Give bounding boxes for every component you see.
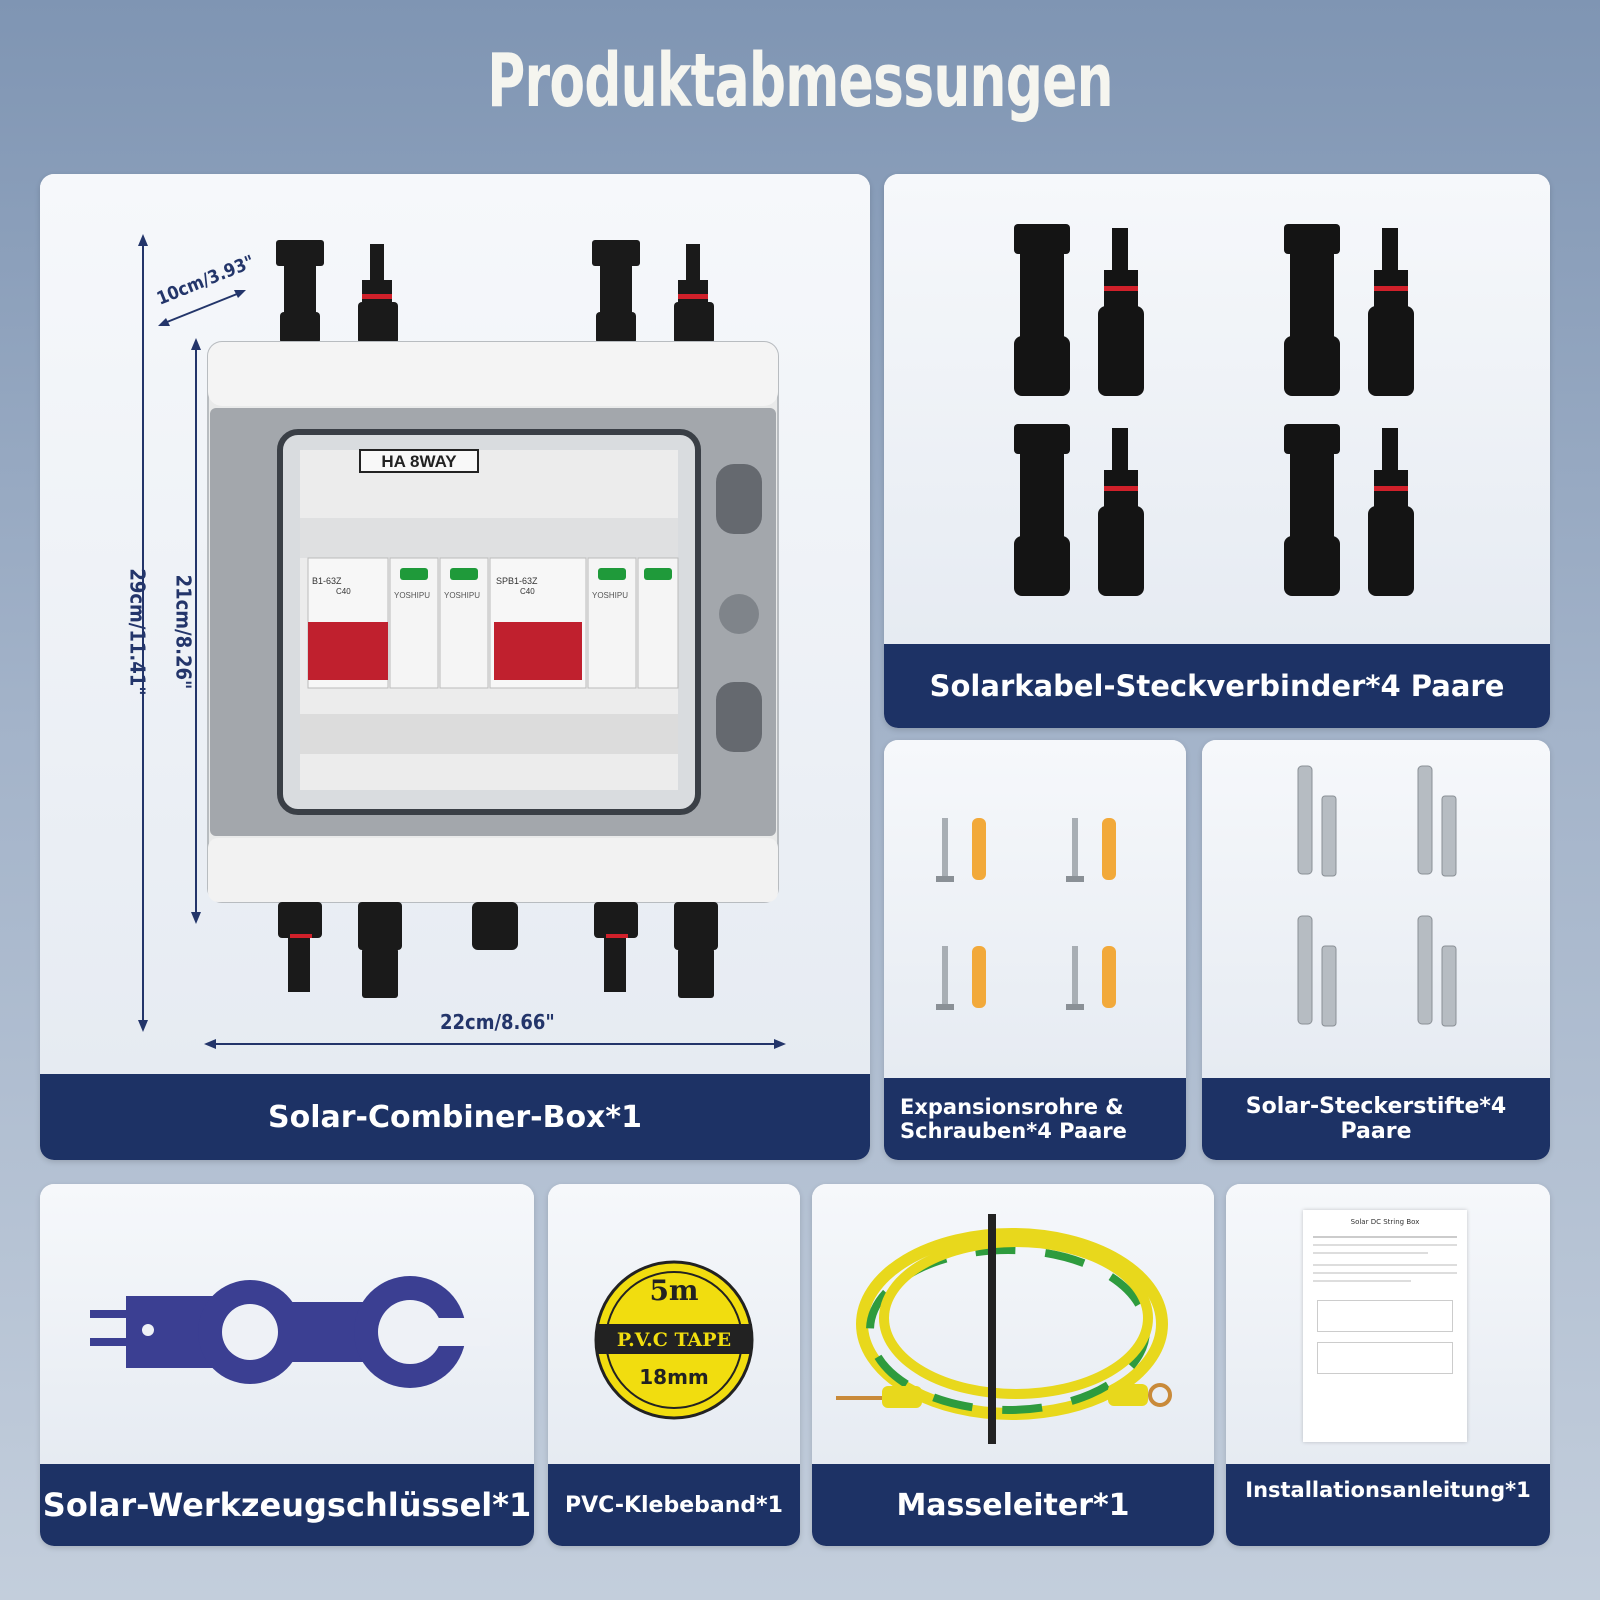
label-combiner-box: Solar-Combiner-Box*1 bbox=[40, 1074, 870, 1160]
dimension-width: 22cm/8.66" bbox=[440, 1010, 555, 1034]
wrench-icon bbox=[90, 1276, 490, 1388]
dimension-height-total: 29cm/11.41" bbox=[125, 568, 150, 696]
screws-drawing bbox=[936, 818, 1116, 1010]
connectors-drawing bbox=[1014, 224, 1414, 596]
card-connectors: Solarkabel-Steckverbinder*4 Paare bbox=[884, 174, 1550, 728]
tape-image: 5m P.V.C TAPE 18mm bbox=[548, 1184, 800, 1464]
combiner-box-drawing: HA 8WAY B1-63Z SPB1-63Z C40 bbox=[138, 234, 786, 1049]
card-ground: Masseleiter*1 bbox=[812, 1184, 1214, 1546]
card-screws: Expansionsrohre & Schrauben*4 Paare bbox=[884, 740, 1186, 1160]
tape-width: 18mm bbox=[639, 1365, 709, 1389]
card-pins: Solar-Steckerstifte*4 Paare bbox=[1202, 740, 1550, 1160]
pins-drawing bbox=[1297, 765, 1457, 1027]
tape-roll-icon: 5m P.V.C TAPE 18mm bbox=[594, 1260, 754, 1420]
breaker-rating-2: C40 bbox=[520, 587, 535, 596]
ground-wire-icon bbox=[836, 1214, 1172, 1444]
breaker-rating-1: C40 bbox=[336, 587, 351, 596]
screws-image bbox=[884, 740, 1186, 1078]
box-label-plate: HA 8WAY bbox=[381, 452, 457, 471]
label-ground: Masseleiter*1 bbox=[812, 1464, 1214, 1546]
manual-sheet: Solar DC String Box bbox=[1303, 1210, 1467, 1442]
card-wrench: Solar-Werkzeugschlüssel*1 bbox=[40, 1184, 534, 1546]
breaker-brand-1: YOSHIPU bbox=[394, 591, 430, 600]
wrench-image bbox=[40, 1184, 534, 1464]
ground-image bbox=[812, 1184, 1214, 1464]
combiner-box-image: HA 8WAY B1-63Z SPB1-63Z C40 bbox=[40, 174, 870, 1074]
label-wrench: Solar-Werkzeugschlüssel*1 bbox=[40, 1464, 534, 1546]
card-tape: 5m P.V.C TAPE 18mm PVC-Klebeband*1 bbox=[548, 1184, 800, 1546]
label-pins: Solar-Steckerstifte*4 Paare bbox=[1202, 1078, 1550, 1160]
page-title: Produktabmessungen bbox=[487, 38, 1113, 124]
breaker-brand-2: YOSHIPU bbox=[444, 591, 480, 600]
label-screws: Expansionsrohre & Schrauben*4 Paare bbox=[884, 1078, 1186, 1160]
manual-image: Solar DC String Box bbox=[1226, 1184, 1550, 1464]
label-tape: PVC-Klebeband*1 bbox=[548, 1464, 800, 1546]
label-connectors: Solarkabel-Steckverbinder*4 Paare bbox=[884, 644, 1550, 728]
breaker-model-1: B1-63Z bbox=[312, 576, 342, 586]
card-combiner-box: HA 8WAY B1-63Z SPB1-63Z C40 bbox=[40, 174, 870, 1160]
pins-image bbox=[1202, 740, 1550, 1078]
dimension-height-box: 21cm/8.26" bbox=[171, 574, 196, 690]
card-manual: Solar DC String Box Installationsanleitu… bbox=[1226, 1184, 1550, 1546]
tape-name: P.V.C TAPE bbox=[617, 1329, 731, 1351]
breaker-model-2: SPB1-63Z bbox=[496, 576, 538, 586]
manual-title: Solar DC String Box bbox=[1350, 1218, 1420, 1226]
connectors-image bbox=[884, 174, 1550, 644]
label-manual: Installationsanleitung*1 bbox=[1226, 1464, 1550, 1546]
breaker-brand-3: YOSHIPU bbox=[592, 591, 628, 600]
tape-length: 5m bbox=[649, 1274, 698, 1307]
